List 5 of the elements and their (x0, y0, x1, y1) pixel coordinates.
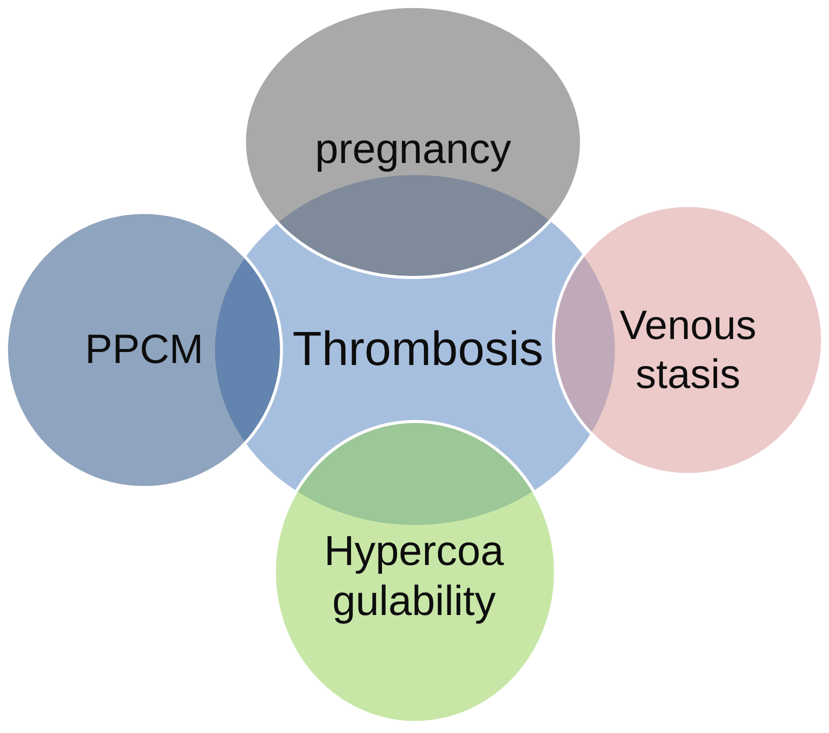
node-label: pregnancy (315, 124, 512, 174)
node-label: Venous stasis (618, 301, 758, 400)
node-label: PPCM (85, 324, 204, 374)
node-label: Hypercoa gulability (323, 526, 505, 626)
node-label: Thrombosis (292, 322, 544, 378)
